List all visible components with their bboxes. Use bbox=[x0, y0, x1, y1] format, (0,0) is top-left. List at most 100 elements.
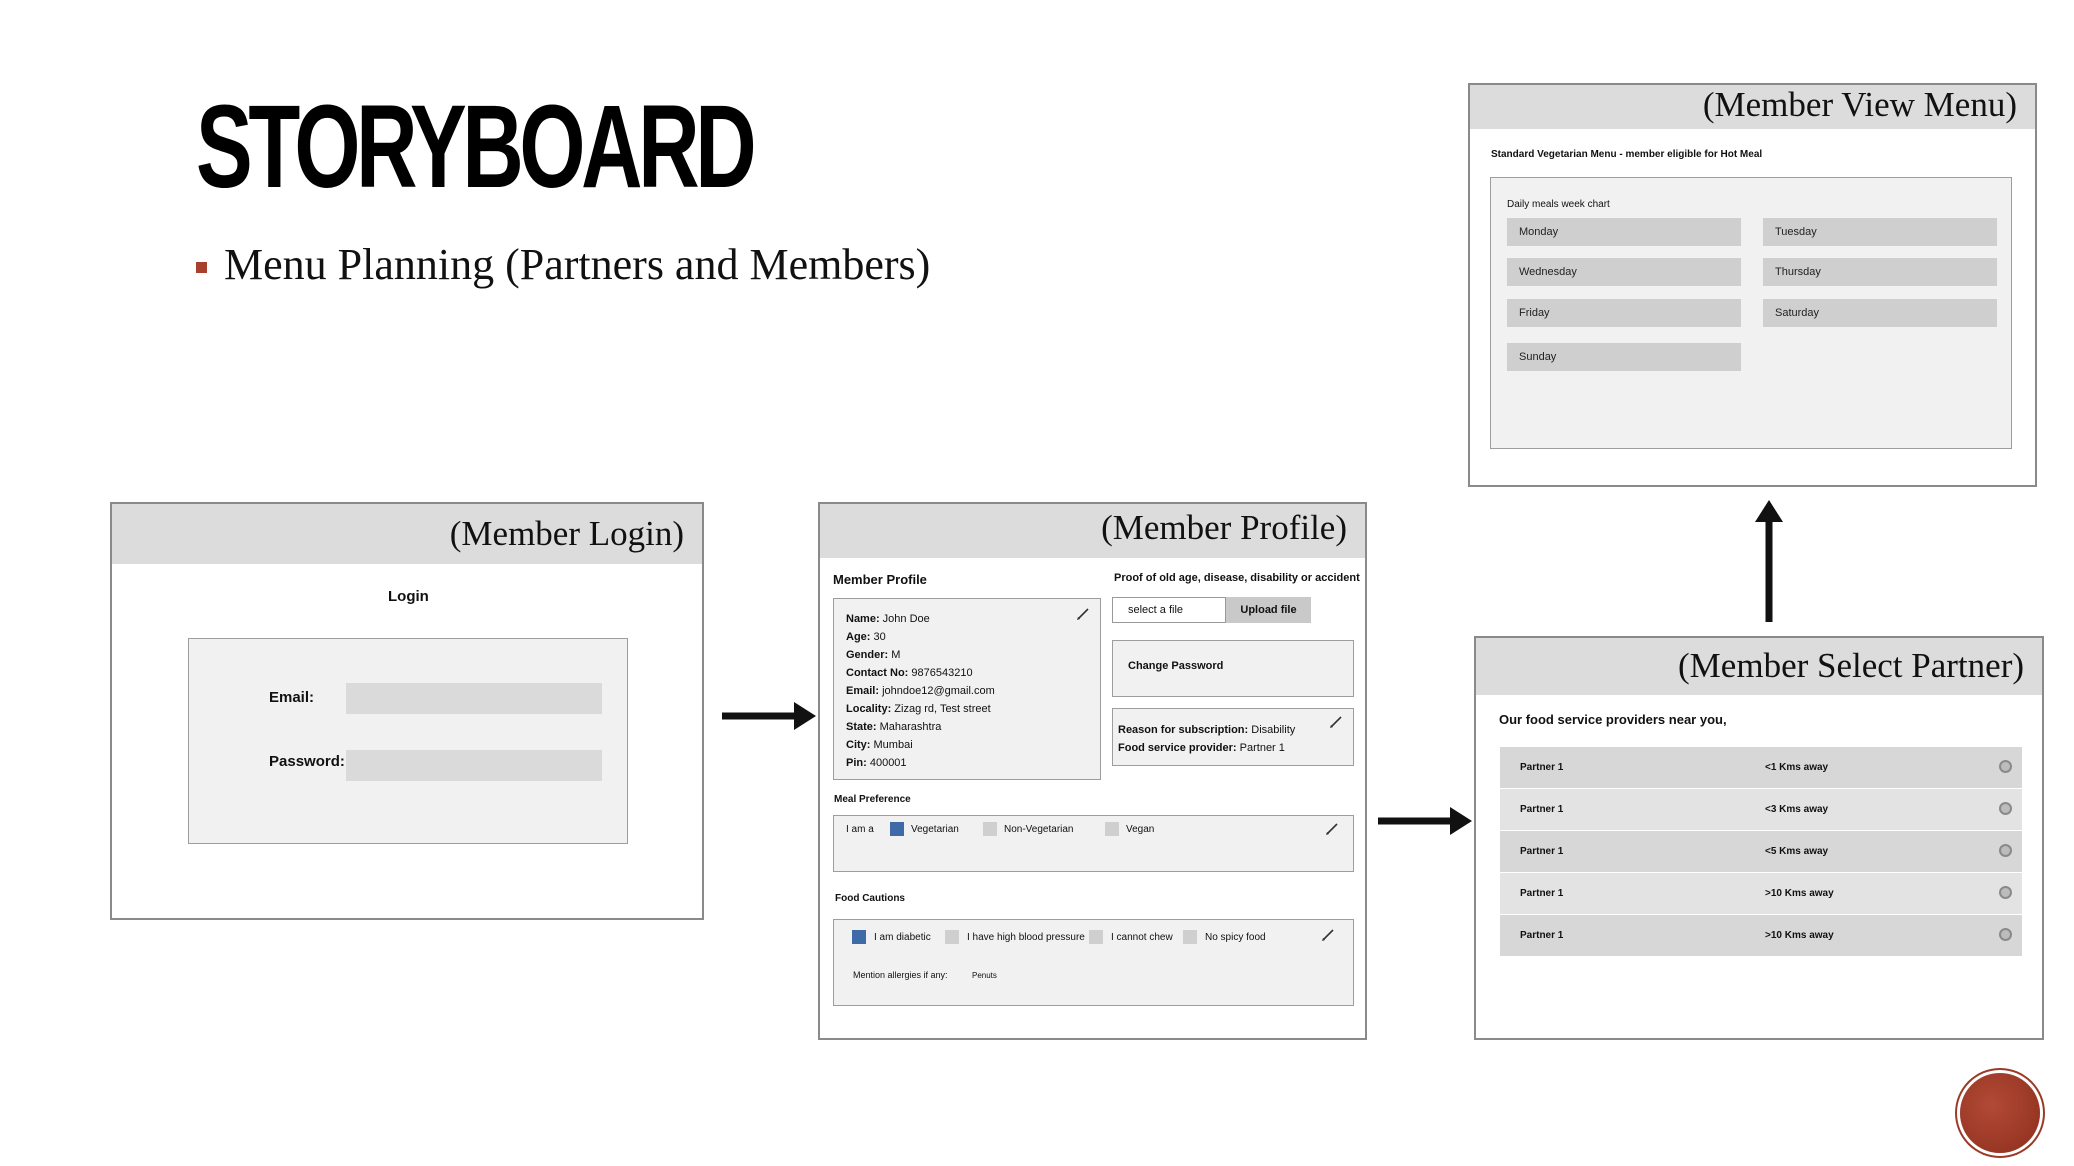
detail-key: Contact No: bbox=[846, 667, 909, 679]
partner-name: Partner 1 bbox=[1520, 762, 1564, 773]
login-form: Email: Password: bbox=[188, 638, 628, 844]
slide-title: STORYBOARD bbox=[196, 81, 757, 213]
change-password-card[interactable]: Change Password bbox=[1112, 640, 1354, 697]
partner-name: Partner 1 bbox=[1520, 846, 1564, 857]
detail-key: Gender: bbox=[846, 649, 889, 661]
partner-row[interactable]: Partner 1 >10 Kms away bbox=[1500, 873, 2022, 914]
member-login-panel: (Member Login) Login Email: Password: bbox=[110, 502, 704, 920]
detail-value: Maharashtra bbox=[876, 721, 942, 733]
non-vegetarian-checkbox[interactable] bbox=[983, 822, 997, 836]
partner-distance: <3 Kms away bbox=[1765, 804, 1829, 815]
cannot-chew-label: I cannot chew bbox=[1111, 932, 1173, 943]
vegetarian-label: Vegetarian bbox=[911, 824, 959, 835]
member-view-menu-panel: (Member View Menu) Standard Vegetarian M… bbox=[1468, 83, 2037, 487]
partner-name: Partner 1 bbox=[1520, 888, 1564, 899]
edit-pencil-icon[interactable] bbox=[1076, 607, 1090, 621]
high-bp-label: I have high blood pressure bbox=[967, 932, 1085, 943]
panel-header-title: (Member Profile) bbox=[1101, 508, 1347, 547]
subscription-provider: Food service provider: Partner 1 bbox=[1118, 739, 1295, 757]
partner-row[interactable]: Partner 1 <3 Kms away bbox=[1500, 789, 2022, 830]
provider-value: Partner 1 bbox=[1236, 742, 1285, 754]
partner-intro: Our food service providers near you, bbox=[1499, 712, 1727, 727]
partner-distance: <1 Kms away bbox=[1765, 762, 1829, 773]
no-spicy-checkbox[interactable] bbox=[1183, 930, 1197, 944]
detail-value: johndoe12@gmail.com bbox=[879, 685, 995, 697]
edit-pencil-icon[interactable] bbox=[1325, 822, 1339, 836]
vegan-label: Vegan bbox=[1126, 824, 1155, 835]
bullet-marker bbox=[196, 262, 207, 273]
upload-file-button[interactable]: Upload file bbox=[1226, 597, 1311, 623]
arrow-right-icon bbox=[1378, 805, 1472, 837]
day-thursday[interactable]: Thursday bbox=[1763, 258, 1997, 286]
week-chart-box: Daily meals week chart Monday Tuesday We… bbox=[1490, 177, 2012, 449]
detail-key: State: bbox=[846, 721, 877, 733]
partner-distance: <5 Kms away bbox=[1765, 846, 1829, 857]
detail-value: 9876543210 bbox=[908, 667, 973, 679]
vegan-checkbox[interactable] bbox=[1105, 822, 1119, 836]
password-field[interactable] bbox=[346, 750, 602, 781]
detail-value: John Doe bbox=[879, 613, 930, 625]
partner-row[interactable]: Partner 1 >10 Kms away bbox=[1500, 915, 2022, 956]
arrow-right-icon bbox=[722, 700, 816, 732]
profile-detail-row: Name: John Doe bbox=[846, 610, 995, 628]
allergy-input[interactable]: Penuts bbox=[972, 971, 997, 980]
meal-preference-title: Meal Preference bbox=[834, 794, 911, 805]
diabetic-checkbox[interactable] bbox=[852, 930, 866, 944]
partner-radio-button[interactable] bbox=[1999, 886, 2012, 899]
detail-value: M bbox=[888, 649, 901, 661]
day-tuesday[interactable]: Tuesday bbox=[1763, 218, 1997, 246]
detail-key: City: bbox=[846, 739, 871, 751]
reason-value: Disability bbox=[1248, 724, 1296, 736]
partner-radio-button[interactable] bbox=[1999, 760, 2012, 773]
change-password-link[interactable]: Change Password bbox=[1128, 660, 1224, 672]
profile-detail-row: Gender: M bbox=[846, 646, 995, 664]
partner-distance: >10 Kms away bbox=[1765, 930, 1834, 941]
logo-emblem bbox=[1960, 1073, 2040, 1153]
food-cautions-card: I am diabetic I have high blood pressure… bbox=[833, 919, 1354, 1006]
profile-detail-row: Contact No: 9876543210 bbox=[846, 664, 995, 682]
partner-radio-button[interactable] bbox=[1999, 844, 2012, 857]
partner-name: Partner 1 bbox=[1520, 930, 1564, 941]
day-monday[interactable]: Monday bbox=[1507, 218, 1741, 246]
day-sunday[interactable]: Sunday bbox=[1507, 343, 1741, 371]
select-file-input[interactable]: select a file bbox=[1112, 597, 1226, 623]
login-heading: Login bbox=[388, 588, 429, 605]
panel-header-title: (Member Login) bbox=[449, 514, 684, 553]
partner-name: Partner 1 bbox=[1520, 804, 1564, 815]
vegetarian-checkbox[interactable] bbox=[890, 822, 904, 836]
detail-key: Email: bbox=[846, 685, 880, 697]
partner-radio-button[interactable] bbox=[1999, 928, 2012, 941]
meal-preference-card: I am a Vegetarian Non-Vegetarian Vegan bbox=[833, 815, 1354, 872]
edit-pencil-icon[interactable] bbox=[1329, 715, 1343, 729]
menu-title: Standard Vegetarian Menu - member eligib… bbox=[1491, 149, 1763, 160]
edit-pencil-icon[interactable] bbox=[1321, 928, 1335, 942]
day-wednesday[interactable]: Wednesday bbox=[1507, 258, 1741, 286]
partner-distance: >10 Kms away bbox=[1765, 888, 1834, 899]
slide-subtitle: Menu Planning (Partners and Members) bbox=[224, 240, 931, 289]
allergy-label: Mention allergies if any: bbox=[853, 970, 948, 980]
day-friday[interactable]: Friday bbox=[1507, 299, 1741, 327]
reason-key: Reason for subscription: bbox=[1118, 724, 1249, 736]
partner-row[interactable]: Partner 1 <5 Kms away bbox=[1500, 831, 2022, 872]
profile-detail-row: Age: 30 bbox=[846, 628, 995, 646]
detail-key: Pin: bbox=[846, 757, 867, 769]
profile-detail-row: Locality: Zizag rd, Test street bbox=[846, 700, 995, 718]
day-saturday[interactable]: Saturday bbox=[1763, 299, 1997, 327]
cannot-chew-checkbox[interactable] bbox=[1089, 930, 1103, 944]
member-select-partner-panel: (Member Select Partner) Our food service… bbox=[1474, 636, 2044, 1040]
detail-value: Mumbai bbox=[870, 739, 913, 751]
profile-detail-row: State: Maharashtra bbox=[846, 718, 995, 736]
subscription-details: Reason for subscription: Disability Food… bbox=[1118, 721, 1295, 757]
panel-header: (Member Profile) bbox=[820, 504, 1365, 558]
panel-header: (Member Select Partner) bbox=[1476, 638, 2042, 695]
profile-detail-row: Email: johndoe12@gmail.com bbox=[846, 682, 995, 700]
email-field[interactable] bbox=[346, 683, 602, 714]
detail-value: 400001 bbox=[866, 757, 907, 769]
partner-row[interactable]: Partner 1 <1 Kms away bbox=[1500, 747, 2022, 788]
non-vegetarian-label: Non-Vegetarian bbox=[1004, 824, 1074, 835]
partner-radio-button[interactable] bbox=[1999, 802, 2012, 815]
high-bp-checkbox[interactable] bbox=[945, 930, 959, 944]
profile-section-title: Member Profile bbox=[833, 572, 927, 587]
